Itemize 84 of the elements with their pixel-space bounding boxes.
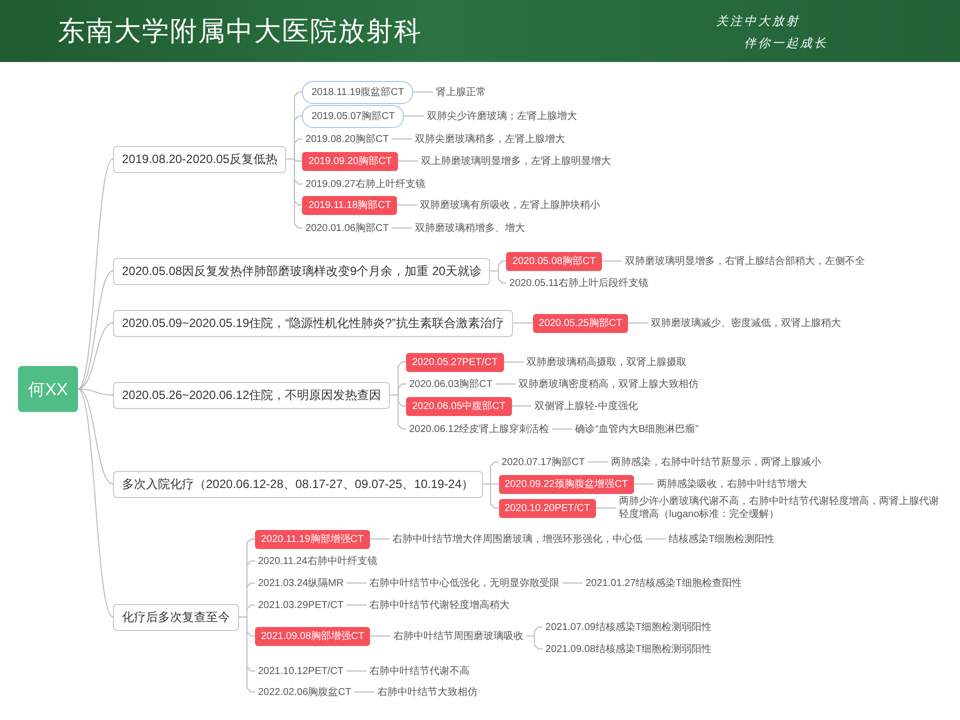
- highlight-tag: 2020.11.19胸部增强CT: [255, 530, 370, 548]
- branch-text: 2019.09.27右肺上叶纤支镜: [302, 178, 428, 190]
- branch-text: 结核感染T细胞检测阳性: [666, 532, 778, 546]
- branch-text: 2021.07.09结核感染T细胞检测弱阳性: [542, 620, 715, 634]
- page-title: 东南大学附属中大医院放射科: [58, 15, 422, 47]
- branch-topic: 2020.05.26~2020.06.12住院，不明原因发热查因: [113, 382, 390, 408]
- connector-line: [397, 160, 418, 162]
- branch-text: 右肺中叶结节代谢轻度增高稍大: [366, 598, 513, 612]
- highlight-tag: 2021.09.08胸部增强CT: [255, 626, 370, 646]
- highlight-tag: 2019.11.18胸部CT: [302, 196, 398, 214]
- connector-line: [391, 138, 412, 140]
- branch-text: 双侧肾上腺轻-中度强化: [532, 400, 641, 412]
- branch-text: 确诊“血管内大B细胞淋巴瘤”: [572, 422, 702, 436]
- branch-text: 双肺尖磨玻璃稍多，左肾上腺增大: [412, 132, 568, 146]
- connector-line: [512, 322, 534, 324]
- branch-text: 双肺磨玻璃减少、密度减低，双肾上腺稍大: [648, 316, 844, 330]
- connector-line: [490, 270, 507, 284]
- branch-text: 2021.03.24纵隔MR: [255, 576, 347, 590]
- slogan-text: 伴你一起成长: [744, 36, 828, 51]
- branch-text: 2021.01.27结核感染T细胞检查阳性: [582, 576, 745, 590]
- connector-line: [562, 582, 584, 584]
- branch-text: 双肺磨玻璃稍高摄取，双肾上腺摄取: [524, 356, 690, 368]
- branch-topic: 化疗后多次复查至今: [113, 604, 239, 630]
- connector-line: [390, 394, 407, 430]
- connector-line: [552, 428, 573, 430]
- branch-text: 右肺中叶结节中心低强化，无明显弥散受限: [366, 576, 563, 590]
- branch-text: 2021.09.08结核感染T细胞检测弱阳性: [542, 642, 715, 656]
- highlight-tag: 2020.05.27PET/CT: [406, 352, 504, 372]
- connector-line: [78, 322, 114, 390]
- highlight-tag: 2020.06.05中腹部CT: [406, 396, 512, 416]
- connector-line: [346, 604, 368, 606]
- highlight-tag: 2020.09.22颈胸腹盆增强CT: [498, 474, 634, 494]
- branch-topic: 2020.05.09~2020.05.19住院，“隐源性机化性肺炎?”抗生素联合激素治疗: [113, 310, 513, 336]
- connector-line: [78, 388, 114, 396]
- highlight-tag: 2020.10.20PET/CT: [498, 498, 596, 518]
- connector-line: [645, 538, 666, 540]
- branch-topic: 多次入院化疗（2020.06.12-28、08.17-27、09.07-25、10.19-24）: [113, 470, 483, 498]
- branch-text: 2020.11.24右肺中叶纤支镜: [255, 554, 380, 568]
- connector-line: [78, 388, 114, 618]
- branch-text: 两肺感染吸收，右肺中叶结节增大: [654, 478, 810, 490]
- branch-text: 右肺中叶结节大致相仿: [374, 686, 480, 698]
- branch-text: 右肺中叶结节增大伴周围磨玻璃，增强环形强化，中心低: [390, 532, 646, 546]
- connector-line: [482, 484, 500, 508]
- connector-line: [628, 322, 649, 324]
- connector-line: [78, 158, 114, 390]
- branch-text: 2020.07.17胸部CT: [498, 456, 588, 468]
- connector-line: [396, 204, 418, 206]
- connector-line: [526, 636, 543, 650]
- branch-text: 2021.03.29PET/CT: [255, 598, 347, 612]
- branch-text: 2019.08.20胸部CT: [302, 132, 392, 146]
- branch-text: 双肺磨玻璃有所吸收，左肾上腺肿块稍小: [417, 198, 604, 212]
- branch-text: 右肺中叶结节周围磨玻璃吸收: [390, 630, 526, 642]
- branch-text: 右肺中叶结节代谢不高: [366, 664, 473, 678]
- branch-text: 2020.05.11右肺上叶后段纤支镜: [506, 276, 652, 290]
- branch-topic: 2020.05.08因反复发热伴肺部磨玻璃样改变9个月余，加重 20天就诊: [113, 258, 490, 284]
- branch-text: 两肺少许小磨玻璃代谢不高，右肺中叶结节代谢轻度增高，两肾上腺代谢轻度增高（lugano标准：完全缓解）: [616, 495, 948, 521]
- connector-line: [78, 388, 114, 484]
- branch-text: 双肺磨玻璃明显增多，右肾上腺结合部稍大，左侧不全: [622, 254, 868, 268]
- connector-line: [601, 260, 622, 262]
- highlight-tag: 2020.05.08胸部CT: [506, 252, 602, 270]
- connector-line: [78, 270, 114, 390]
- connector-line: [238, 616, 256, 692]
- branch-text: 两肺感染，右肺中叶结节新显示，两肾上腺减小: [608, 456, 824, 468]
- branch-text: 2020.01.06胸部CT: [302, 222, 392, 234]
- central-topic: 何XX: [18, 366, 78, 412]
- branch-topic: 2019.08.20-2020.05反复低热: [113, 146, 286, 172]
- branch-text: 双肺尖少许磨玻璃；左肾上腺增大: [424, 110, 580, 122]
- connector-line: [286, 158, 303, 228]
- branch-text: 2021.10.12PET/CT: [255, 664, 347, 678]
- branch-text: 肾上腺正常: [433, 86, 490, 98]
- highlight-tag: 2019.09.20胸部CT: [302, 152, 398, 170]
- outlined-tag: 2018.11.19腹盆部CT: [302, 80, 414, 104]
- highlight-tag: 2020.05.25胸部CT: [532, 314, 628, 332]
- branch-text: 2020.06.03胸部CT: [406, 378, 496, 390]
- branch-text: 2020.06.12经皮肾上腺穿刺活检: [406, 422, 552, 436]
- slogan-text: 关注中大放射: [716, 14, 800, 29]
- branch-text: 双上肺磨玻璃明显增多，左肾上腺明显增大: [418, 154, 614, 168]
- connector-line: [369, 538, 390, 540]
- connector-line: [346, 670, 368, 672]
- branch-text: 2022.02.06胸腹盆CT: [255, 686, 354, 698]
- connector-line: [346, 582, 368, 584]
- outlined-tag: 2019.05.07胸部CT: [302, 104, 404, 128]
- branch-text: 双肺磨玻璃密度稍高，双肾上腺大致相仿: [516, 378, 702, 390]
- branch-text: 双肺磨玻璃稍增多、增大: [412, 222, 528, 234]
